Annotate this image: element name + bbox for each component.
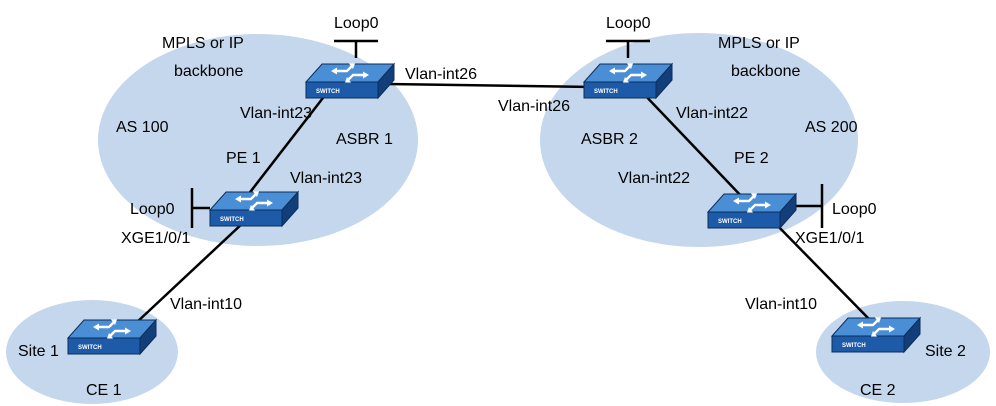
pe1-switch-icon[interactable]: SWITCH bbox=[208, 190, 300, 228]
pe1-label: PE 1 bbox=[226, 150, 261, 167]
ce2-switch-icon[interactable]: SWITCH bbox=[830, 316, 922, 354]
link-pe2-ce2 bbox=[769, 217, 871, 321]
link-asbr1-pe1 bbox=[243, 93, 327, 201]
pe2-label: PE 2 bbox=[734, 150, 769, 167]
loopback-stub-pe1 bbox=[190, 188, 210, 228]
loopback-stub-asbr2 bbox=[606, 39, 650, 58]
asbr1-loop0-label: Loop0 bbox=[334, 15, 379, 32]
as100-cloud-title-line1: MPLS or IP bbox=[162, 35, 244, 52]
as200-cloud-title-line2: backbone bbox=[731, 63, 800, 80]
switch-badge: SWITCH bbox=[78, 345, 102, 351]
loopback-stub-pe2 bbox=[796, 184, 824, 228]
link-asbr2-pe2 bbox=[639, 89, 746, 201]
as100-label: AS 100 bbox=[116, 119, 169, 136]
ce1-vlan-int10-label: Vlan-int10 bbox=[170, 296, 242, 313]
switch-badge: SWITCH bbox=[718, 219, 742, 225]
ce1-switch-icon[interactable]: SWITCH bbox=[66, 318, 158, 356]
asbr1-vlan-int23-label: Vlan-int23 bbox=[240, 105, 312, 122]
asbr1-switch-icon[interactable]: SWITCH bbox=[304, 62, 396, 100]
switch-badge: SWITCH bbox=[316, 89, 340, 95]
pe1-vlan-int23-label: Vlan-int23 bbox=[290, 170, 362, 187]
pe2-switch-icon[interactable]: SWITCH bbox=[706, 192, 798, 230]
site2-label: Site 2 bbox=[925, 343, 966, 360]
ce2-vlan-int10-label: Vlan-int10 bbox=[745, 296, 817, 313]
site1-label: Site 1 bbox=[18, 343, 59, 360]
as100-cloud-title-line2: backbone bbox=[174, 63, 243, 80]
loopback-stub-asbr1 bbox=[334, 39, 378, 58]
ce1-label: CE 1 bbox=[86, 382, 122, 399]
switch-badge: SWITCH bbox=[594, 89, 618, 95]
asbr2-label: ASBR 2 bbox=[581, 131, 638, 148]
asbr1-vlan-int26-label: Vlan-int26 bbox=[405, 66, 477, 83]
pe2-loop0-label: Loop0 bbox=[832, 201, 877, 218]
pe2-vlan-int22-label: Vlan-int22 bbox=[618, 170, 690, 187]
pe1-loop0-label: Loop0 bbox=[130, 201, 175, 218]
as200-label: AS 200 bbox=[805, 119, 858, 136]
switch-badge: SWITCH bbox=[842, 343, 866, 349]
asbr1-label: ASBR 1 bbox=[336, 131, 393, 148]
ce2-label: CE 2 bbox=[860, 382, 896, 399]
switch-badge: SWITCH bbox=[220, 217, 244, 223]
pe2-xge-label: XGE1/0/1 bbox=[795, 230, 864, 247]
link-asbr1-asbr2 bbox=[387, 82, 595, 89]
asbr2-loop0-label: Loop0 bbox=[606, 15, 651, 32]
link-pe1-ce1 bbox=[135, 221, 245, 324]
asbr2-vlan-int22-label: Vlan-int22 bbox=[676, 105, 748, 122]
pe1-xge-label: XGE1/0/1 bbox=[121, 230, 190, 247]
asbr2-switch-icon[interactable]: SWITCH bbox=[582, 62, 674, 100]
as200-cloud-title-line1: MPLS or IP bbox=[718, 35, 800, 52]
asbr2-vlan-int26-label: Vlan-int26 bbox=[498, 98, 570, 115]
